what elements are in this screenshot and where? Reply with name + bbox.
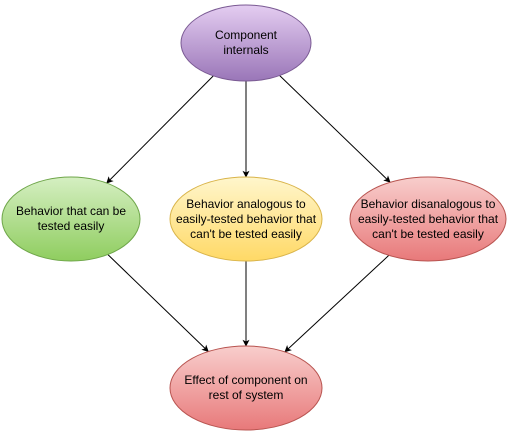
component-internals-ellipse <box>180 4 312 82</box>
behavior-easy-ellipse <box>1 176 141 262</box>
node-behavior-disanalogous[interactable]: Behavior disanalogous to easily-tested b… <box>350 177 506 261</box>
behavior-disanalogous-ellipse <box>349 176 507 262</box>
node-label-behavior-analogous: Behavior analogous to easily-tested beha… <box>175 196 317 241</box>
node-component-internals[interactable]: Component internals <box>181 5 311 81</box>
node-behavior-easy[interactable]: Behavior that can be tested easily <box>2 177 140 261</box>
effect-on-system-ellipse <box>169 345 323 431</box>
node-behavior-analogous[interactable]: Behavior analogous to easily-tested beha… <box>170 177 322 261</box>
edge-behavior-easy-to-effect-on-system <box>107 254 209 352</box>
edge-layer <box>106 75 391 353</box>
edge-behavior-disanalogous-to-effect-on-system <box>284 254 390 353</box>
node-label-behavior-easy: Behavior that can be tested easily <box>15 204 127 233</box>
node-label-effect-on-system: Effect of component on rest of system <box>184 373 308 402</box>
node-effect-on-system[interactable]: Effect of component on rest of system <box>170 346 322 430</box>
edge-component-internals-to-behavior-disanalogous <box>279 75 391 183</box>
node-label-component-internals: Component internals <box>214 28 278 57</box>
edge-component-internals-to-behavior-easy <box>106 75 214 184</box>
node-label-behavior-disanalogous: Behavior disanalogous to easily-tested b… <box>357 196 499 241</box>
behavior-analogous-ellipse <box>169 176 323 262</box>
